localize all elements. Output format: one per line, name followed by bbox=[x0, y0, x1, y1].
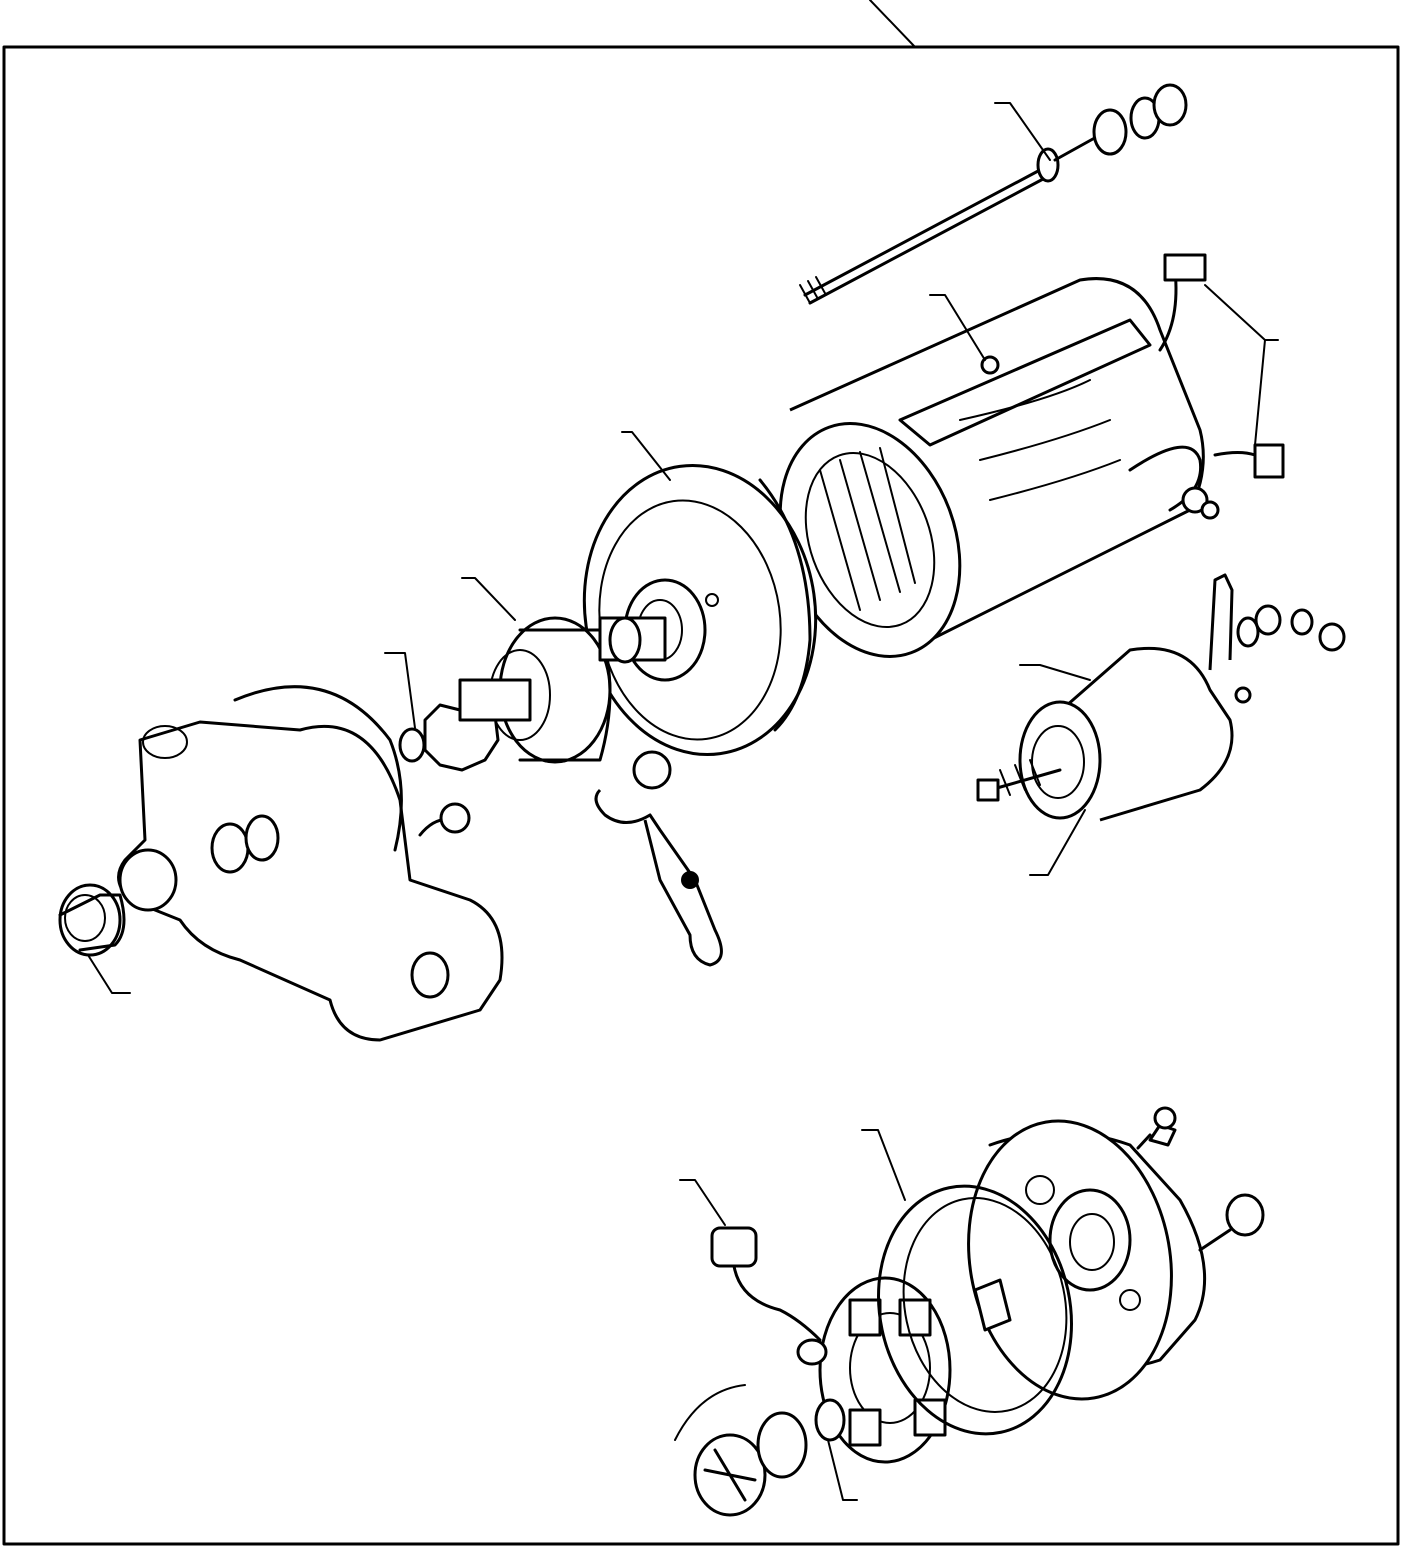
drive-bushing bbox=[58, 883, 126, 957]
leader-yoke bbox=[929, 294, 986, 361]
field-lead-connector bbox=[1158, 253, 1285, 479]
pinion-gear bbox=[398, 678, 532, 772]
shift-lever bbox=[594, 750, 723, 967]
center-bracket bbox=[582, 464, 818, 756]
brush-holder bbox=[818, 1276, 952, 1464]
brush-spring bbox=[674, 1384, 846, 1517]
commutator-end-frame bbox=[967, 1119, 1207, 1401]
overrunning-clutch bbox=[489, 616, 667, 764]
leader-bushing bbox=[87, 954, 131, 994]
through-bolt bbox=[799, 83, 1188, 305]
leader-plunger bbox=[1029, 809, 1086, 876]
drive-housing bbox=[117, 685, 504, 1042]
figure-frame bbox=[2, 45, 1400, 1546]
leader-solenoid bbox=[1019, 664, 1091, 681]
leader-pinion bbox=[384, 652, 416, 729]
leader-center-bracket bbox=[621, 431, 671, 481]
leader-assembly bbox=[869, 0, 916, 48]
leader-field-lead bbox=[1204, 284, 1279, 446]
leader-through-bolt bbox=[994, 102, 1051, 161]
leader-end-frame bbox=[861, 1129, 906, 1201]
brush-lead bbox=[710, 1226, 828, 1366]
callout-leader-lines bbox=[87, 0, 1279, 1501]
yoke-field-housing bbox=[778, 277, 1220, 658]
leader-clutch bbox=[461, 577, 516, 621]
terminal-nuts-washers bbox=[1236, 604, 1346, 652]
magnetic-switch bbox=[976, 573, 1252, 822]
insulator-seal bbox=[877, 1184, 1073, 1436]
end-frame-bolts bbox=[1136, 1106, 1265, 1252]
leader-brush-holder bbox=[827, 1439, 858, 1501]
leader-brush-lead bbox=[679, 1179, 726, 1226]
